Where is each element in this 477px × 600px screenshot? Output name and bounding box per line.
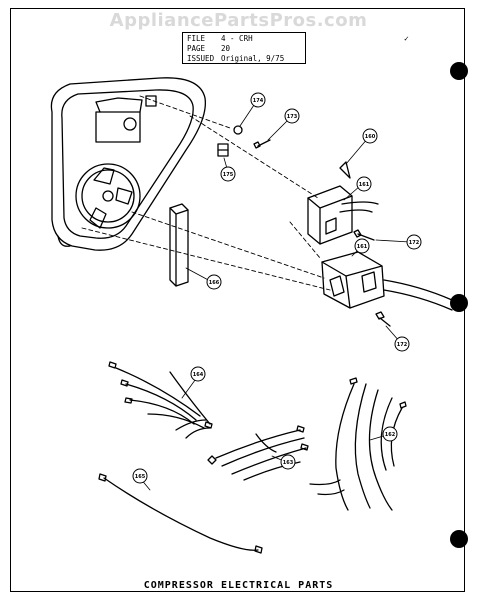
wire-harness-164 (108, 361, 213, 439)
callout-161: 161 (354, 238, 370, 254)
page-value: 20 (221, 44, 231, 53)
callout-172: 172 (406, 234, 422, 250)
single-wire-165 (98, 473, 263, 554)
callout-164: 164 (190, 366, 206, 382)
wire-harness-162 (309, 377, 407, 511)
compressor-terminal-block (75, 163, 141, 229)
callout-label: 165 (135, 474, 146, 480)
callout-172: 172 (394, 336, 410, 352)
wire-harness-163 (207, 425, 309, 481)
overload-protector (321, 251, 453, 311)
callout-label: 173 (287, 114, 298, 120)
callout-label: 174 (253, 98, 264, 104)
callout-165: 165 (132, 468, 148, 484)
relay-screws (353, 229, 391, 327)
callout-label: 161 (357, 244, 368, 250)
callout-label: 164 (193, 372, 204, 378)
file-value: 4 - CRH (221, 34, 253, 43)
callout-174: 174 (250, 92, 266, 108)
insulator-post (169, 203, 189, 287)
start-relay (307, 161, 379, 245)
file-label: FILE (187, 34, 206, 43)
callout-175: 175 (220, 166, 236, 182)
callout-label: 175 (223, 172, 234, 178)
diagram-caption: COMPRESSOR ELECTRICAL PARTS (143, 580, 334, 591)
callout-160: 160 (362, 128, 378, 144)
issued-value: Original, 9/75 (221, 54, 285, 63)
callout-label: 163 (283, 460, 294, 466)
file-info-box: FILE 4 - CRH PAGE 20 ISSUED Original, 9/75 (182, 32, 306, 64)
binder-hole-top (450, 62, 468, 80)
cover-bracket (95, 95, 157, 143)
screws-and-clips (217, 125, 271, 157)
projection-lines (81, 95, 331, 291)
callout-label: 160 (365, 134, 376, 140)
callout-173: 173 (284, 108, 300, 124)
page-label: PAGE (187, 44, 206, 53)
callout-161: 161 (356, 176, 372, 192)
callout-label: 172 (397, 342, 408, 348)
binder-hole-middle (450, 294, 468, 312)
check-mark-icon: ✓ (404, 34, 409, 43)
issued-label: ISSUED (187, 54, 215, 63)
terminal-cover-housing (50, 77, 207, 251)
callout-166: 166 (206, 274, 222, 290)
callout-label: 162 (385, 432, 396, 438)
callout-163: 163 (280, 454, 296, 470)
callout-162: 162 (382, 426, 398, 442)
callout-label: 161 (359, 182, 370, 188)
callout-label: 166 (209, 280, 220, 286)
callout-label: 172 (409, 240, 420, 246)
watermark: AppliancePartsPros.com (109, 10, 368, 31)
binder-hole-bottom (450, 530, 468, 548)
